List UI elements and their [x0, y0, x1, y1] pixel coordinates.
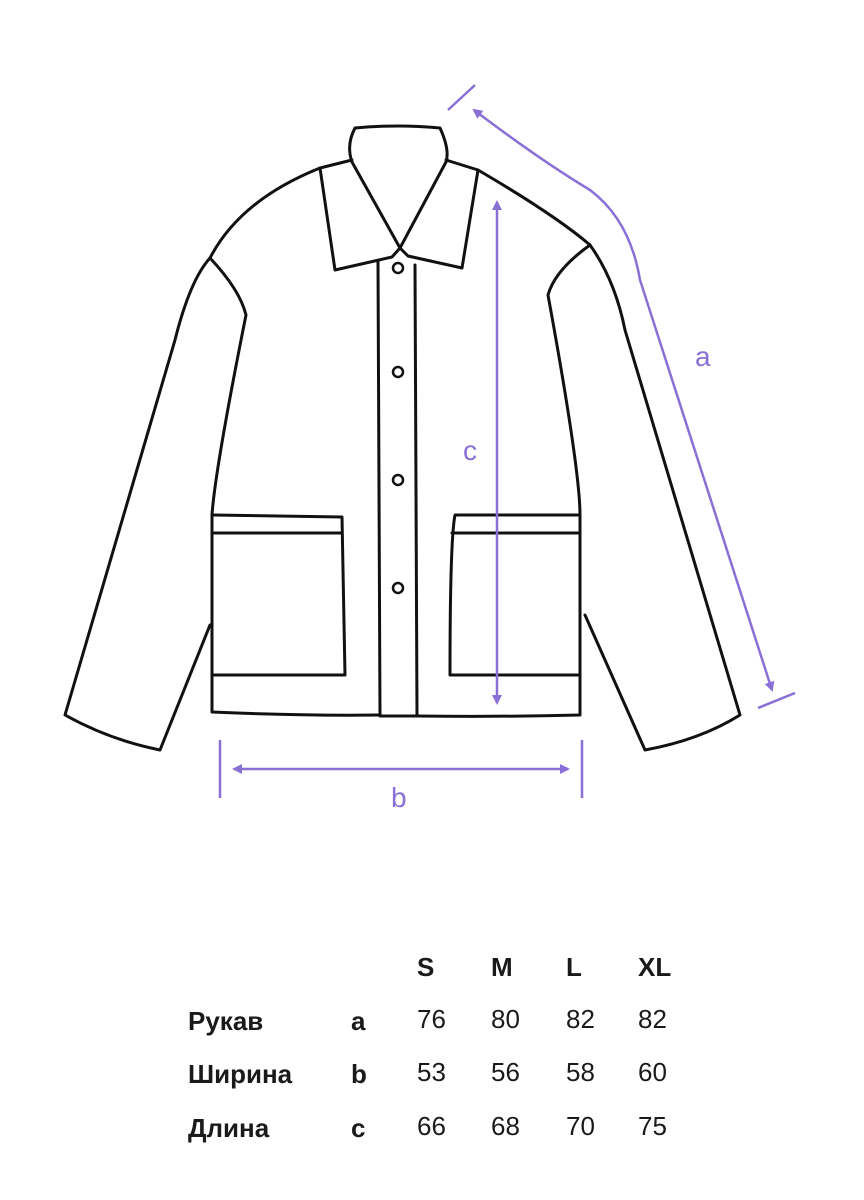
row-label: Длина — [188, 1113, 270, 1143]
cell: 60 — [638, 1057, 667, 1087]
size-header-s: S — [417, 952, 435, 982]
cell: 75 — [638, 1111, 667, 1141]
label-b: b — [391, 782, 407, 813]
cell: 76 — [417, 1004, 446, 1034]
sleeve-right — [583, 243, 742, 752]
button-icon — [391, 365, 405, 379]
cell: 53 — [417, 1057, 446, 1087]
size-header-l: L — [566, 952, 582, 982]
cell: 58 — [566, 1057, 595, 1087]
cell: 56 — [491, 1057, 520, 1087]
cell: 82 — [638, 1004, 667, 1034]
body-right — [415, 168, 592, 718]
pocket-left — [211, 513, 347, 677]
size-header-m: M — [491, 952, 513, 982]
button-icon — [391, 473, 405, 487]
button-icon — [391, 581, 405, 595]
collar-left — [318, 158, 402, 272]
cell: 82 — [566, 1004, 595, 1034]
measure-a-arrow — [472, 108, 775, 692]
row-key: a — [351, 1006, 366, 1036]
collar-right — [398, 158, 480, 270]
measure-a-tick — [757, 691, 796, 710]
cell: 80 — [491, 1004, 520, 1034]
sleeve-left — [63, 256, 212, 752]
row-label: Рукав — [188, 1006, 264, 1036]
pocket-right — [448, 513, 582, 677]
cell: 68 — [491, 1111, 520, 1141]
buttons — [391, 261, 405, 595]
row-key: b — [351, 1059, 367, 1089]
size-header-xl: XL — [638, 952, 672, 982]
measurements — [218, 84, 796, 798]
row-label: Ширина — [188, 1059, 293, 1089]
cell: 70 — [566, 1111, 595, 1141]
jacket-diagram: a b c — [63, 84, 796, 813]
measure-a-tick — [447, 84, 476, 111]
collar-back — [348, 124, 449, 250]
body-left — [208, 166, 382, 717]
label-c: c — [463, 435, 477, 466]
jacket-outline — [63, 124, 742, 752]
placket — [376, 260, 419, 718]
button-icon — [391, 261, 405, 275]
label-a: a — [695, 341, 711, 372]
cell: 66 — [417, 1111, 446, 1141]
row-key: c — [351, 1113, 366, 1143]
